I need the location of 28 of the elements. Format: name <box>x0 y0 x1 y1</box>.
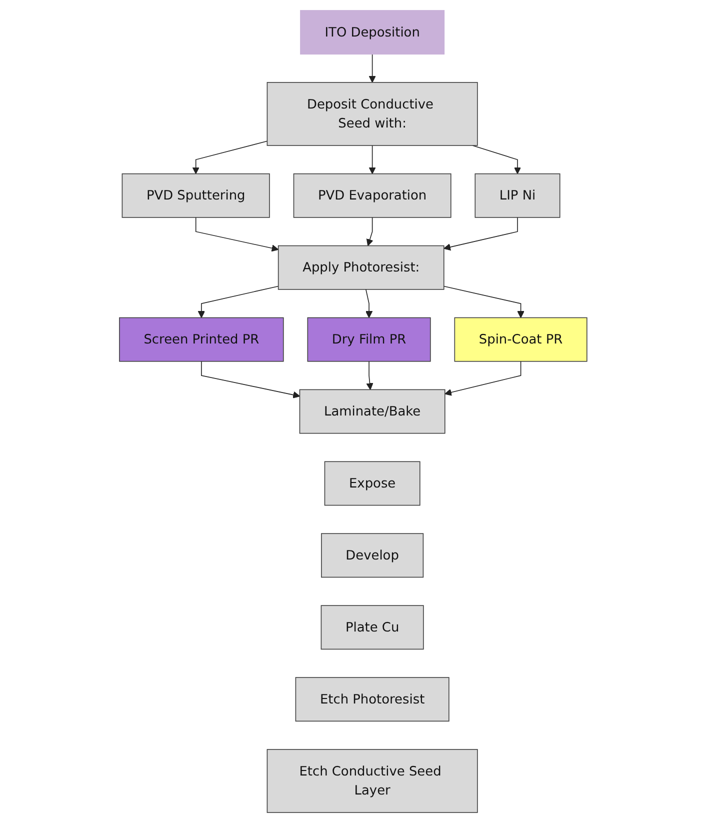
arrow <box>444 360 521 396</box>
node-box: ITO Deposition <box>300 10 444 55</box>
node-box: Apply Photoresist: <box>278 245 444 290</box>
arrow <box>366 217 374 246</box>
node-box: Plate Cu <box>320 605 424 650</box>
node-box: Spin-Coat PR <box>454 317 588 362</box>
arrow <box>195 217 278 252</box>
arrow <box>368 145 376 174</box>
node-box: Screen Printed PR <box>118 317 284 362</box>
arrow <box>443 217 518 251</box>
arrow <box>198 286 279 318</box>
node-box: Dry Film PR <box>307 317 431 362</box>
node-box: PVD Evaporation <box>293 173 452 218</box>
arrow <box>200 360 300 398</box>
arrow <box>365 289 372 318</box>
arrow <box>443 286 524 318</box>
node-box: LIP Ni <box>474 173 560 218</box>
node-box: Expose <box>324 461 420 506</box>
node-box: Develop <box>320 533 424 578</box>
arrow <box>472 145 521 174</box>
arrow <box>366 360 374 390</box>
node-box: Etch Conductive Seed Layer <box>266 749 478 813</box>
arrow <box>368 54 376 83</box>
node-box: Laminate/Bake <box>299 389 446 434</box>
node-box: Etch Photoresist <box>295 677 450 722</box>
node-box: PVD Sputtering <box>122 173 270 218</box>
arrow <box>192 140 268 174</box>
node-box: Deposit Conductive Seed with: <box>266 82 478 146</box>
